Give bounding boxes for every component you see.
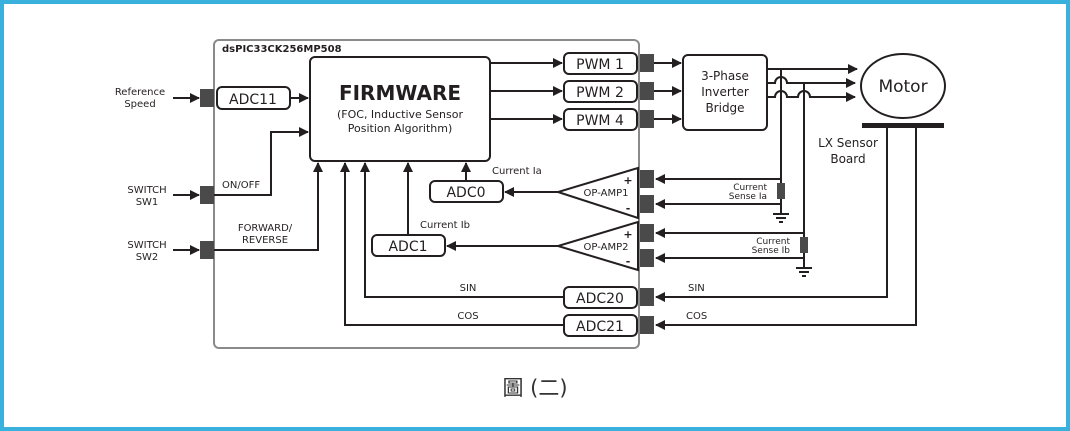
figure-caption: 圖 (二) xyxy=(502,376,568,400)
adc1-label: ADC1 xyxy=(388,239,427,255)
firmware-subtitle-1: (FOC, Inductive Sensor xyxy=(337,108,463,121)
pwm2-label: PWM 2 xyxy=(576,85,624,101)
fwd-rev-line xyxy=(214,162,323,251)
pin-switch2 xyxy=(200,241,214,259)
inverter-label-3: Bridge xyxy=(705,101,744,115)
pin-adc21 xyxy=(640,316,654,334)
fwd-rev-label-2: REVERSE xyxy=(242,235,288,246)
switch2-label-2: SW2 xyxy=(136,252,159,263)
adc21-label: ADC21 xyxy=(576,319,624,335)
inverter-block xyxy=(682,54,768,131)
sense-b-label-2: Sense Ib xyxy=(752,246,791,256)
sensor-board-label-2: Board xyxy=(830,152,865,166)
pin-opamp1-plus xyxy=(640,170,654,188)
cos-external-label: COS xyxy=(686,311,707,322)
opamp1-minus: - xyxy=(626,202,631,215)
adc0-label: ADC0 xyxy=(446,185,485,201)
inverter-label-2: Inverter xyxy=(701,85,749,99)
pin-opamp2-minus xyxy=(640,249,654,267)
opamp2-plus: + xyxy=(623,228,632,241)
sin-external-label: SIN xyxy=(688,283,705,294)
pwm4-block xyxy=(563,108,638,131)
adc11-label: ADC11 xyxy=(229,92,277,108)
sensor-board-label-1: LX Sensor xyxy=(818,136,878,150)
motor-label: Motor xyxy=(878,77,927,97)
switch1-label-2: SW1 xyxy=(136,197,159,208)
cos-internal-line xyxy=(340,162,564,326)
opamp1-symbol xyxy=(554,166,639,220)
pin-switch1 xyxy=(200,186,214,204)
sense-b-label-1: Current xyxy=(756,237,790,247)
opamp1-label: OP-AMP1 xyxy=(584,188,629,199)
pin-adc20 xyxy=(640,288,654,306)
firmware-subtitle-2: Position Algorithm) xyxy=(348,122,453,135)
chip-title: dsPIC33CK256MP508 xyxy=(222,44,342,55)
adc20-block xyxy=(563,286,638,309)
sin-internal-label: SIN xyxy=(460,283,477,294)
adc20-label: ADC20 xyxy=(576,291,624,307)
current-ia-label: Current Ia xyxy=(492,166,542,177)
pwm1-label: PWM 1 xyxy=(576,57,624,73)
pin-reference-speed xyxy=(200,89,214,107)
fwd-rev-label-1: FORWARD/ xyxy=(238,223,293,234)
sense-a-label-2: Sense Ia xyxy=(729,192,767,202)
sense-a-label-1: Current xyxy=(733,183,767,193)
pwm2-block xyxy=(563,80,638,103)
reference-speed-label-1: Reference xyxy=(115,87,165,98)
opamp2-label: OP-AMP2 xyxy=(584,242,629,253)
firmware-block xyxy=(309,56,491,162)
sin-internal-line xyxy=(360,162,564,298)
opamp1-plus: + xyxy=(623,174,632,187)
pin-opamp1-minus xyxy=(640,195,654,213)
opamp2-minus: - xyxy=(626,255,631,268)
on-off-line xyxy=(214,127,309,196)
motor xyxy=(860,53,946,119)
cos-external-line xyxy=(655,128,917,330)
pin-opamp2-plus xyxy=(640,224,654,242)
opamp2-symbol xyxy=(554,220,639,272)
pin-pwm1 xyxy=(640,54,654,72)
sensor-board-bar xyxy=(862,123,944,128)
sense-a-resistor xyxy=(777,183,785,199)
pin-pwm2 xyxy=(640,82,654,100)
pwm4-label: PWM 4 xyxy=(576,113,624,129)
switch1-label-1: SWITCH xyxy=(127,185,166,196)
adc21-block xyxy=(563,314,638,337)
cos-internal-label: COS xyxy=(457,311,478,322)
ground-b-icon xyxy=(796,267,812,277)
inverter-label-1: 3-Phase xyxy=(701,69,749,83)
on-off-label: ON/OFF xyxy=(222,180,260,191)
pwm1-block xyxy=(563,52,638,75)
phase-c-line xyxy=(767,90,856,102)
pin-pwm4 xyxy=(640,110,654,128)
sense-b-resistor xyxy=(800,237,808,253)
ground-a-icon xyxy=(773,213,789,223)
reference-speed-label-2: Speed xyxy=(124,99,155,110)
sin-external-line xyxy=(655,128,888,302)
firmware-title: FIRMWARE xyxy=(339,81,461,105)
current-ib-label: Current Ib xyxy=(420,220,470,231)
switch2-label-1: SWITCH xyxy=(127,240,166,251)
